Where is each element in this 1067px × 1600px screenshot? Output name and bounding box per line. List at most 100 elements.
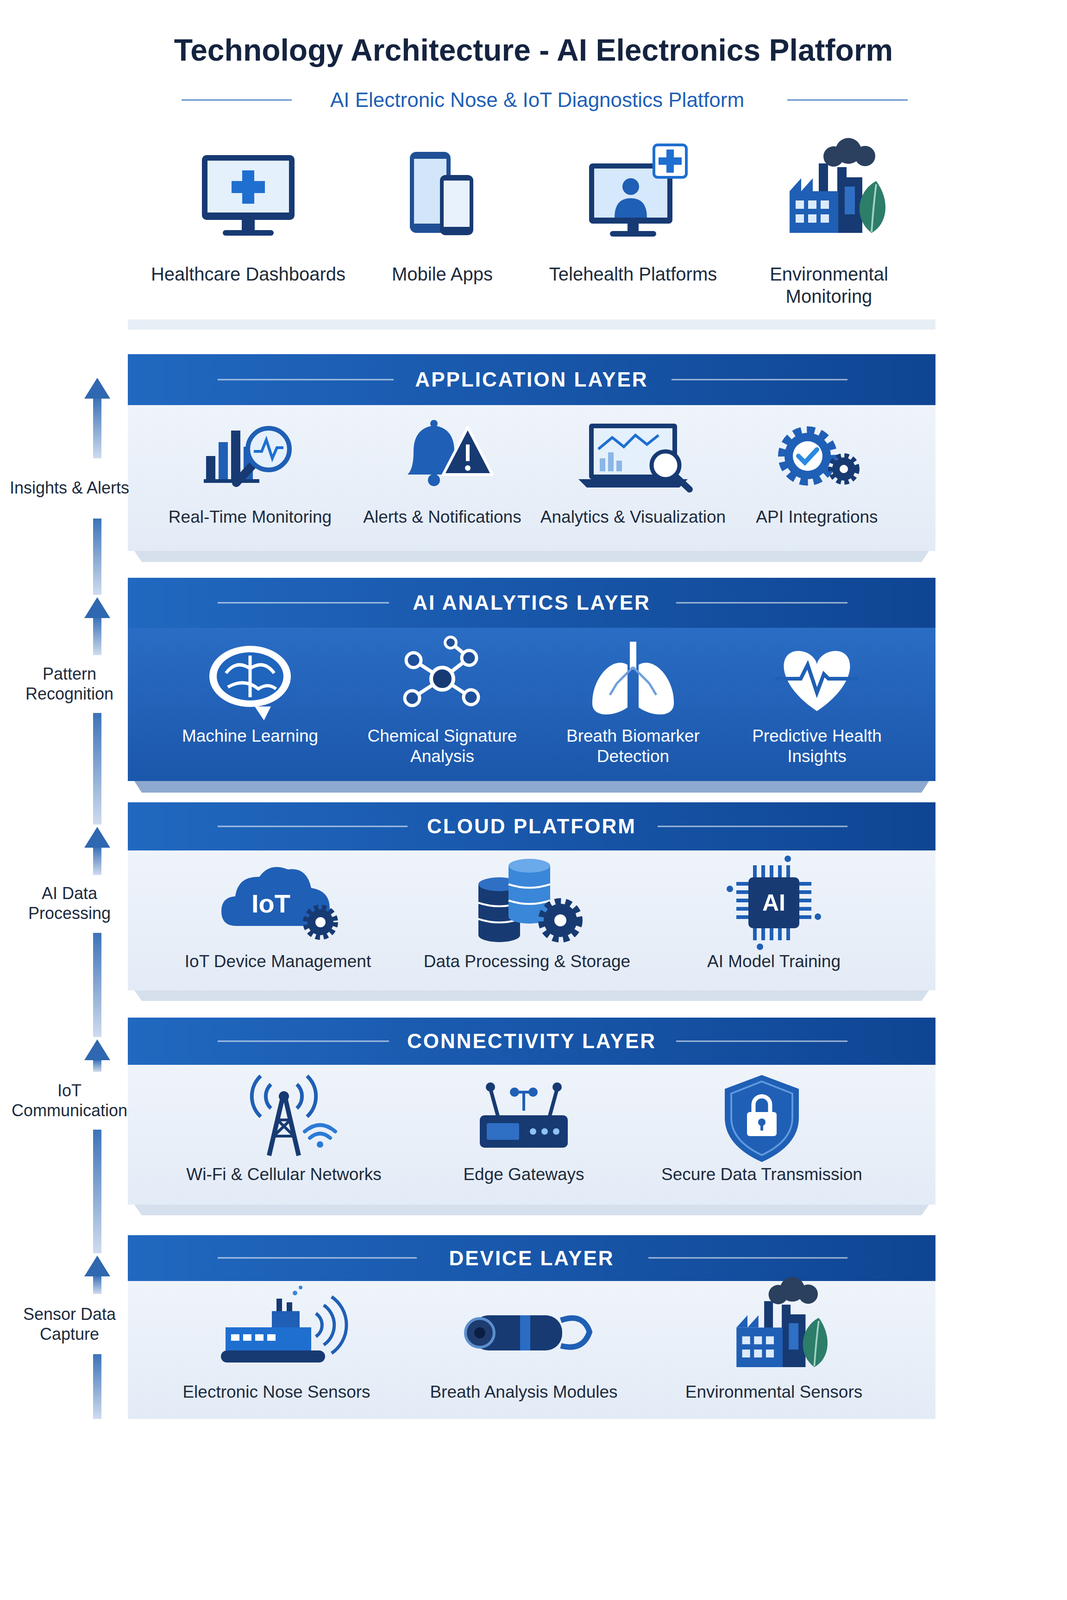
plate: [127, 319, 936, 330]
factory-icon: [789, 138, 886, 233]
router-icon: [486, 1123, 520, 1141]
phone-icon: [439, 175, 474, 236]
breath-module-icon: [560, 1318, 590, 1348]
flow-arrow: [84, 377, 111, 399]
item-label: Secure Data Transmission: [646, 1164, 878, 1186]
gear-icon: [783, 432, 832, 481]
flow-arrow: [93, 398, 102, 459]
layer-bands: [134, 1205, 929, 1216]
chip-icon: [784, 855, 791, 863]
monitor-icon: [241, 219, 255, 232]
layer-item: IoT Device Management: [162, 951, 394, 973]
layer-item: Machine Learning: [155, 726, 346, 747]
brain-icon: [209, 646, 291, 721]
layer-bands: [127, 1017, 936, 1066]
tower-icon: [304, 1125, 336, 1139]
database-icon: [508, 859, 551, 873]
item-label: API Integrations: [721, 507, 912, 528]
flow-arrow: [84, 597, 111, 619]
item-label: Real-Time Monitoring: [155, 507, 346, 528]
monitor-icon: [207, 160, 289, 213]
chart-icon: [236, 463, 255, 484]
tower-icon: [251, 1076, 336, 1156]
cloud-icon: [307, 909, 334, 936]
heading-rules: [676, 1041, 848, 1043]
layer-item: API Integrations: [721, 507, 912, 528]
gear-icon: [831, 456, 857, 482]
chart-icon: [203, 428, 290, 484]
diagram-label: Environmental Monitoring: [727, 263, 931, 308]
layer-item: Breath Biomarker Detection: [538, 726, 729, 768]
lungs-icon: [592, 663, 628, 716]
chip-icon: [736, 882, 749, 924]
lungs-icon: [638, 663, 674, 716]
telehealth-icon: [658, 149, 682, 173]
nose-sensor-icon: [220, 1286, 347, 1363]
router-icon: [490, 1089, 499, 1118]
diagram-label: AI Electronic Nose & IoT Diagnostics Pla…: [282, 87, 792, 113]
heading-rules: [648, 1257, 848, 1260]
item-label: Analytics & Visualization: [538, 507, 729, 528]
layer-item: Predictive Health Insights: [721, 726, 912, 768]
monitor-icon: [231, 181, 265, 194]
chart-icon: [253, 439, 284, 459]
layer-item: Environmental Sensors: [658, 1382, 890, 1403]
chip-icon: [726, 855, 822, 951]
shield-icon: [724, 1075, 799, 1163]
router-icon: [485, 1082, 496, 1093]
chart-icon: [247, 428, 290, 471]
diagram-label: Sensor Data Capture: [6, 1304, 132, 1345]
layer-item: Alerts & Notifications: [347, 507, 538, 528]
flow-arrow: [93, 518, 102, 596]
nose-sensor-icon: [315, 1297, 347, 1354]
breath-module-icon: [520, 1315, 531, 1351]
chip-icon: [799, 882, 812, 924]
database-icon: [543, 903, 578, 938]
heading-rules: [217, 826, 408, 828]
heart-icon: [775, 665, 859, 693]
layer-heading: APPLICATION LAYER: [127, 354, 936, 406]
chip-icon: [756, 943, 764, 951]
database-icon: [508, 866, 551, 917]
flow-arrow: [93, 618, 102, 656]
phone-icon: [409, 151, 474, 236]
layer-bands: [127, 577, 936, 782]
telehealth-icon: [653, 144, 687, 178]
flow-arrow: [93, 1354, 102, 1420]
nose-sensor-icon: [267, 1334, 276, 1342]
item-label: Environmental Sensors: [658, 1382, 890, 1403]
flow-arrow: [93, 1129, 102, 1254]
molecule-icon: [404, 637, 479, 706]
layer-item: Secure Data Transmission: [646, 1164, 878, 1186]
layer-bands: [127, 577, 936, 628]
layer-heading: CLOUD PLATFORM: [127, 802, 936, 851]
heart-icon: [775, 651, 859, 712]
layer-band: DEVICE LAYERElectronic Nose SensorsBreat…: [127, 1235, 936, 1420]
gear-icon: [792, 441, 823, 471]
heading-rules: [217, 1257, 417, 1260]
monitor-icon: [201, 155, 295, 236]
layer-bands: [127, 802, 936, 991]
router-icon: [549, 1089, 558, 1118]
database-icon: [478, 859, 578, 943]
router-icon: [541, 1128, 548, 1136]
laptop-icon: [608, 452, 614, 472]
heading-rules: [217, 379, 394, 381]
database-icon: [554, 914, 567, 927]
breath-module-icon: [465, 1318, 495, 1348]
tower-icon: [278, 1091, 289, 1102]
molecule-icon: [461, 650, 477, 666]
laptop-icon: [599, 458, 606, 472]
item-label: Data Processing & Storage: [411, 951, 643, 973]
flow-arrow: [93, 847, 102, 876]
laptop-icon: [674, 475, 690, 490]
chart-icon: [203, 479, 260, 484]
heading-rules: [217, 1041, 390, 1043]
item-label: Wi-Fi & Cellular Networks: [168, 1164, 400, 1186]
item-label: Breath Biomarker Detection: [538, 726, 729, 768]
molecule-icon: [445, 637, 457, 649]
layer-bands: [127, 1235, 936, 1282]
phone-icon: [443, 180, 470, 227]
